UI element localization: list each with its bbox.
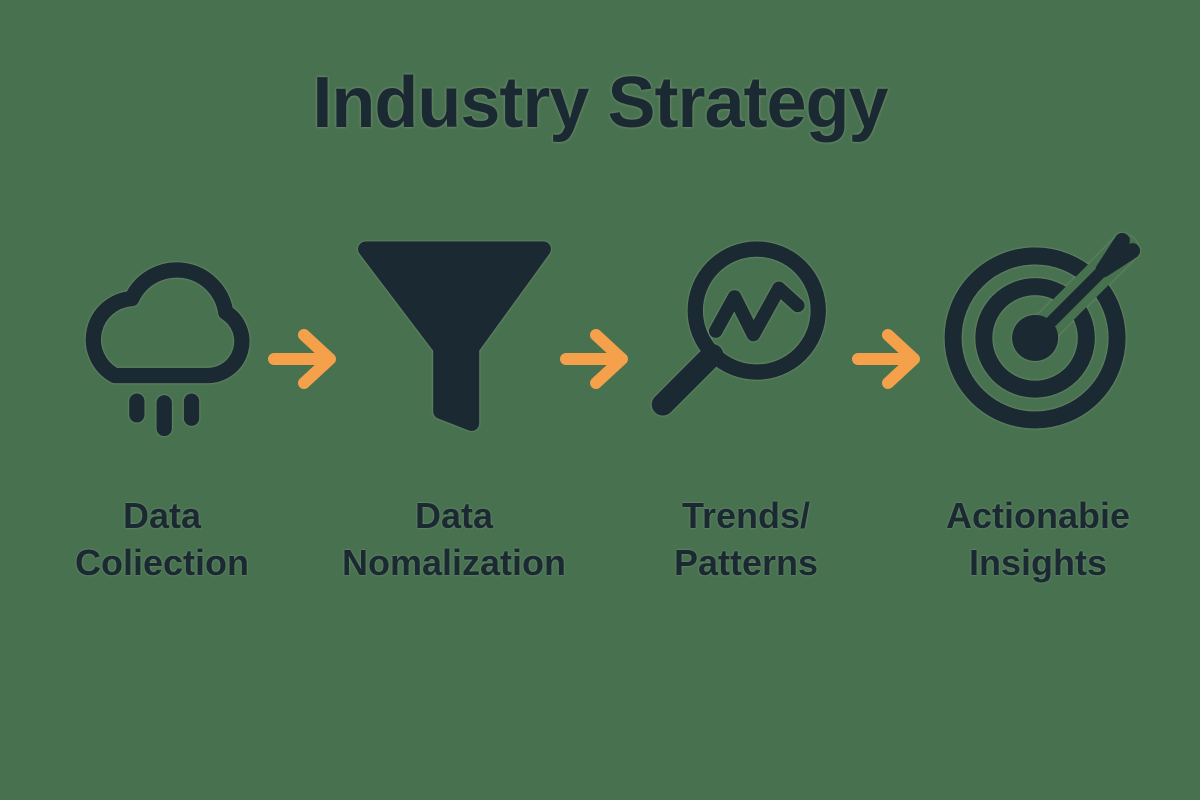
page-title: Industry Strategy <box>312 63 888 143</box>
arrow-right-icon <box>852 329 920 389</box>
target-dart-icon <box>944 232 1140 429</box>
flow-connector <box>560 327 636 391</box>
cloud-rain-icon <box>85 262 250 437</box>
flow-connector <box>268 327 344 391</box>
stage-label: Trends/ Patterns <box>673 495 819 584</box>
stage-label: Data Nomalization <box>341 495 566 584</box>
stage-data-normalization: Data Nomalization <box>342 232 566 586</box>
stage-actionable-insights: Actionabie Insights <box>928 232 1148 586</box>
stage-data-collection: Data Coliection <box>52 232 272 586</box>
arrow-right-icon <box>560 329 628 389</box>
stage-label: Actionabie Insights <box>945 495 1131 584</box>
flow-connector <box>852 327 928 391</box>
funnel-icon <box>357 241 551 432</box>
stage-trends-patterns: Trends/ Patterns <box>636 232 856 586</box>
magnifier-trend-icon <box>651 241 826 416</box>
stage-label: Data Coliection <box>74 495 249 584</box>
process-flow: Data Coliection Data Nomalization <box>0 232 1200 586</box>
arrow-right-icon <box>268 329 336 389</box>
